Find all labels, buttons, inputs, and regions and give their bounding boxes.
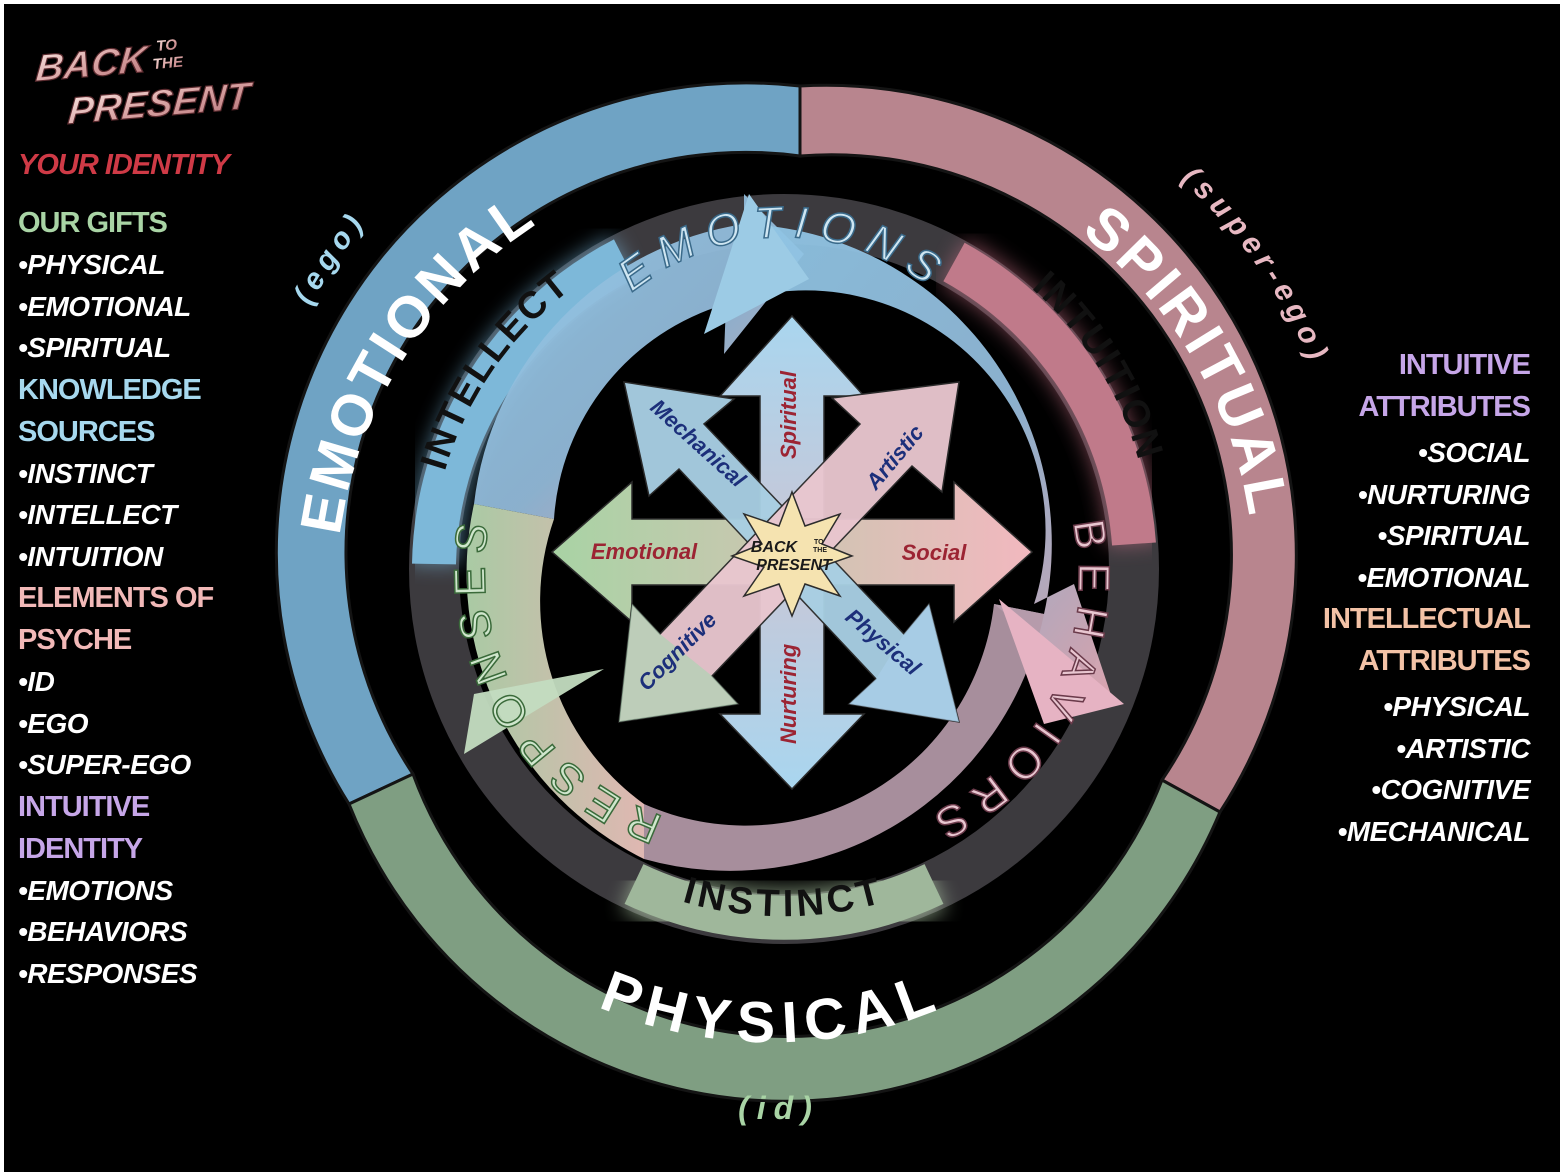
responses-arrowhead — [464, 669, 604, 754]
arrow-diagonal-b-lower — [619, 604, 738, 722]
physical-segment — [347, 771, 1222, 1103]
knowledge-heading-2: SOURCES — [18, 415, 155, 448]
gift-item: •SPIRITUAL — [18, 332, 171, 363]
label-nurturing: Nurturing — [776, 643, 801, 744]
source-item: •INTELLECT — [18, 499, 177, 530]
center-logo-back: BACK — [751, 539, 799, 556]
id-label: (id) — [738, 1090, 820, 1126]
our-gifts-heading: OUR GIFTS — [18, 207, 168, 239]
intellectual-attribute-item: •PHYSICAL — [1383, 691, 1530, 722]
identity-item: •BEHAVIORS — [18, 916, 188, 947]
label-emotional: Emotional — [591, 539, 698, 564]
logo-to: TO — [156, 36, 179, 55]
source-item: •INTUITION — [18, 540, 163, 572]
elements-heading-2: PSYCHE — [18, 624, 132, 656]
intellectual-attribute-item: •MECHANICAL — [1337, 815, 1530, 847]
psyche-item: •SUPER-EGO — [18, 749, 191, 780]
logo-the: THE — [152, 54, 184, 73]
diagram-frame: BACK TO THE PRESENT — [4, 4, 1560, 1172]
intellectual-attributes-heading-1: INTELLECTUAL — [1322, 603, 1531, 635]
your-identity-heading: YOUR IDENTITY — [18, 149, 230, 181]
knowledge-heading-1: KNOWLEDGE — [18, 373, 202, 406]
right-legend: INTUITIVE ATTRIBUTES •SOCIAL •NURTURING … — [1270, 344, 1531, 852]
psyche-item: •ID — [18, 666, 55, 697]
psyche-item: •EGO — [18, 707, 89, 739]
identity-cycle — [464, 194, 1124, 871]
intuitive-identity-heading-1: INTUITIVE — [18, 790, 150, 823]
center-logo-to: TO — [814, 539, 824, 546]
intuitive-attribute-item: •SPIRITUAL — [1377, 520, 1530, 551]
gift-item: •PHYSICAL — [18, 249, 165, 280]
outer-ring — [274, 81, 1298, 1103]
intuitive-attributes-heading-1: INTUITIVE — [1398, 349, 1531, 381]
emotions-arrowhead — [704, 194, 809, 334]
identity-item: •RESPONSES — [18, 957, 198, 989]
identity-item: •EMOTIONS — [18, 874, 173, 906]
label-spiritual: Spiritual — [776, 370, 801, 459]
responses-band — [466, 504, 644, 859]
center-logo-the: THE — [813, 547, 827, 554]
intellectual-attribute-item: •COGNITIVE — [1371, 774, 1530, 805]
behaviors-band — [644, 604, 1044, 871]
left-legend: YOUR IDENTITY OUR GIFTS •PHYSICAL •EMOTI… — [18, 144, 318, 994]
back-to-the-present-logo: BACK TO THE PRESENT — [33, 36, 255, 132]
arrow-diagonal-a-lower — [849, 604, 959, 722]
emotions-band — [474, 194, 804, 519]
behaviors-arrowhead — [999, 599, 1124, 724]
elements-heading-1: ELEMENTS OF — [18, 582, 214, 614]
psyche-wheel-diagram: BACK TO THE PRESENT Spiritual Artistic S… — [274, 81, 1330, 1126]
gift-item: •EMOTIONAL — [18, 290, 191, 322]
intuitive-attribute-item: •NURTURING — [1357, 478, 1531, 510]
intuitive-attributes-heading-2: ATTRIBUTES — [1358, 391, 1531, 423]
intellectual-attributes-heading-2: ATTRIBUTES — [1358, 645, 1531, 677]
instinct-label: INSTINCT — [679, 870, 888, 926]
center-logo-present: PRESENT — [756, 557, 833, 574]
source-item: •INSTINCT — [18, 457, 153, 489]
label-social: Social — [902, 540, 968, 565]
center-logo: BACK TO THE PRESENT — [729, 489, 855, 618]
intellectual-attribute-item: •ARTISTIC — [1396, 732, 1530, 764]
intuitive-attribute-item: •SOCIAL — [1417, 437, 1531, 468]
intuitive-identity-heading-2: IDENTITY — [18, 832, 143, 865]
logo-back: BACK — [34, 38, 151, 90]
intuitive-attribute-item: •EMOTIONAL — [1357, 561, 1530, 593]
